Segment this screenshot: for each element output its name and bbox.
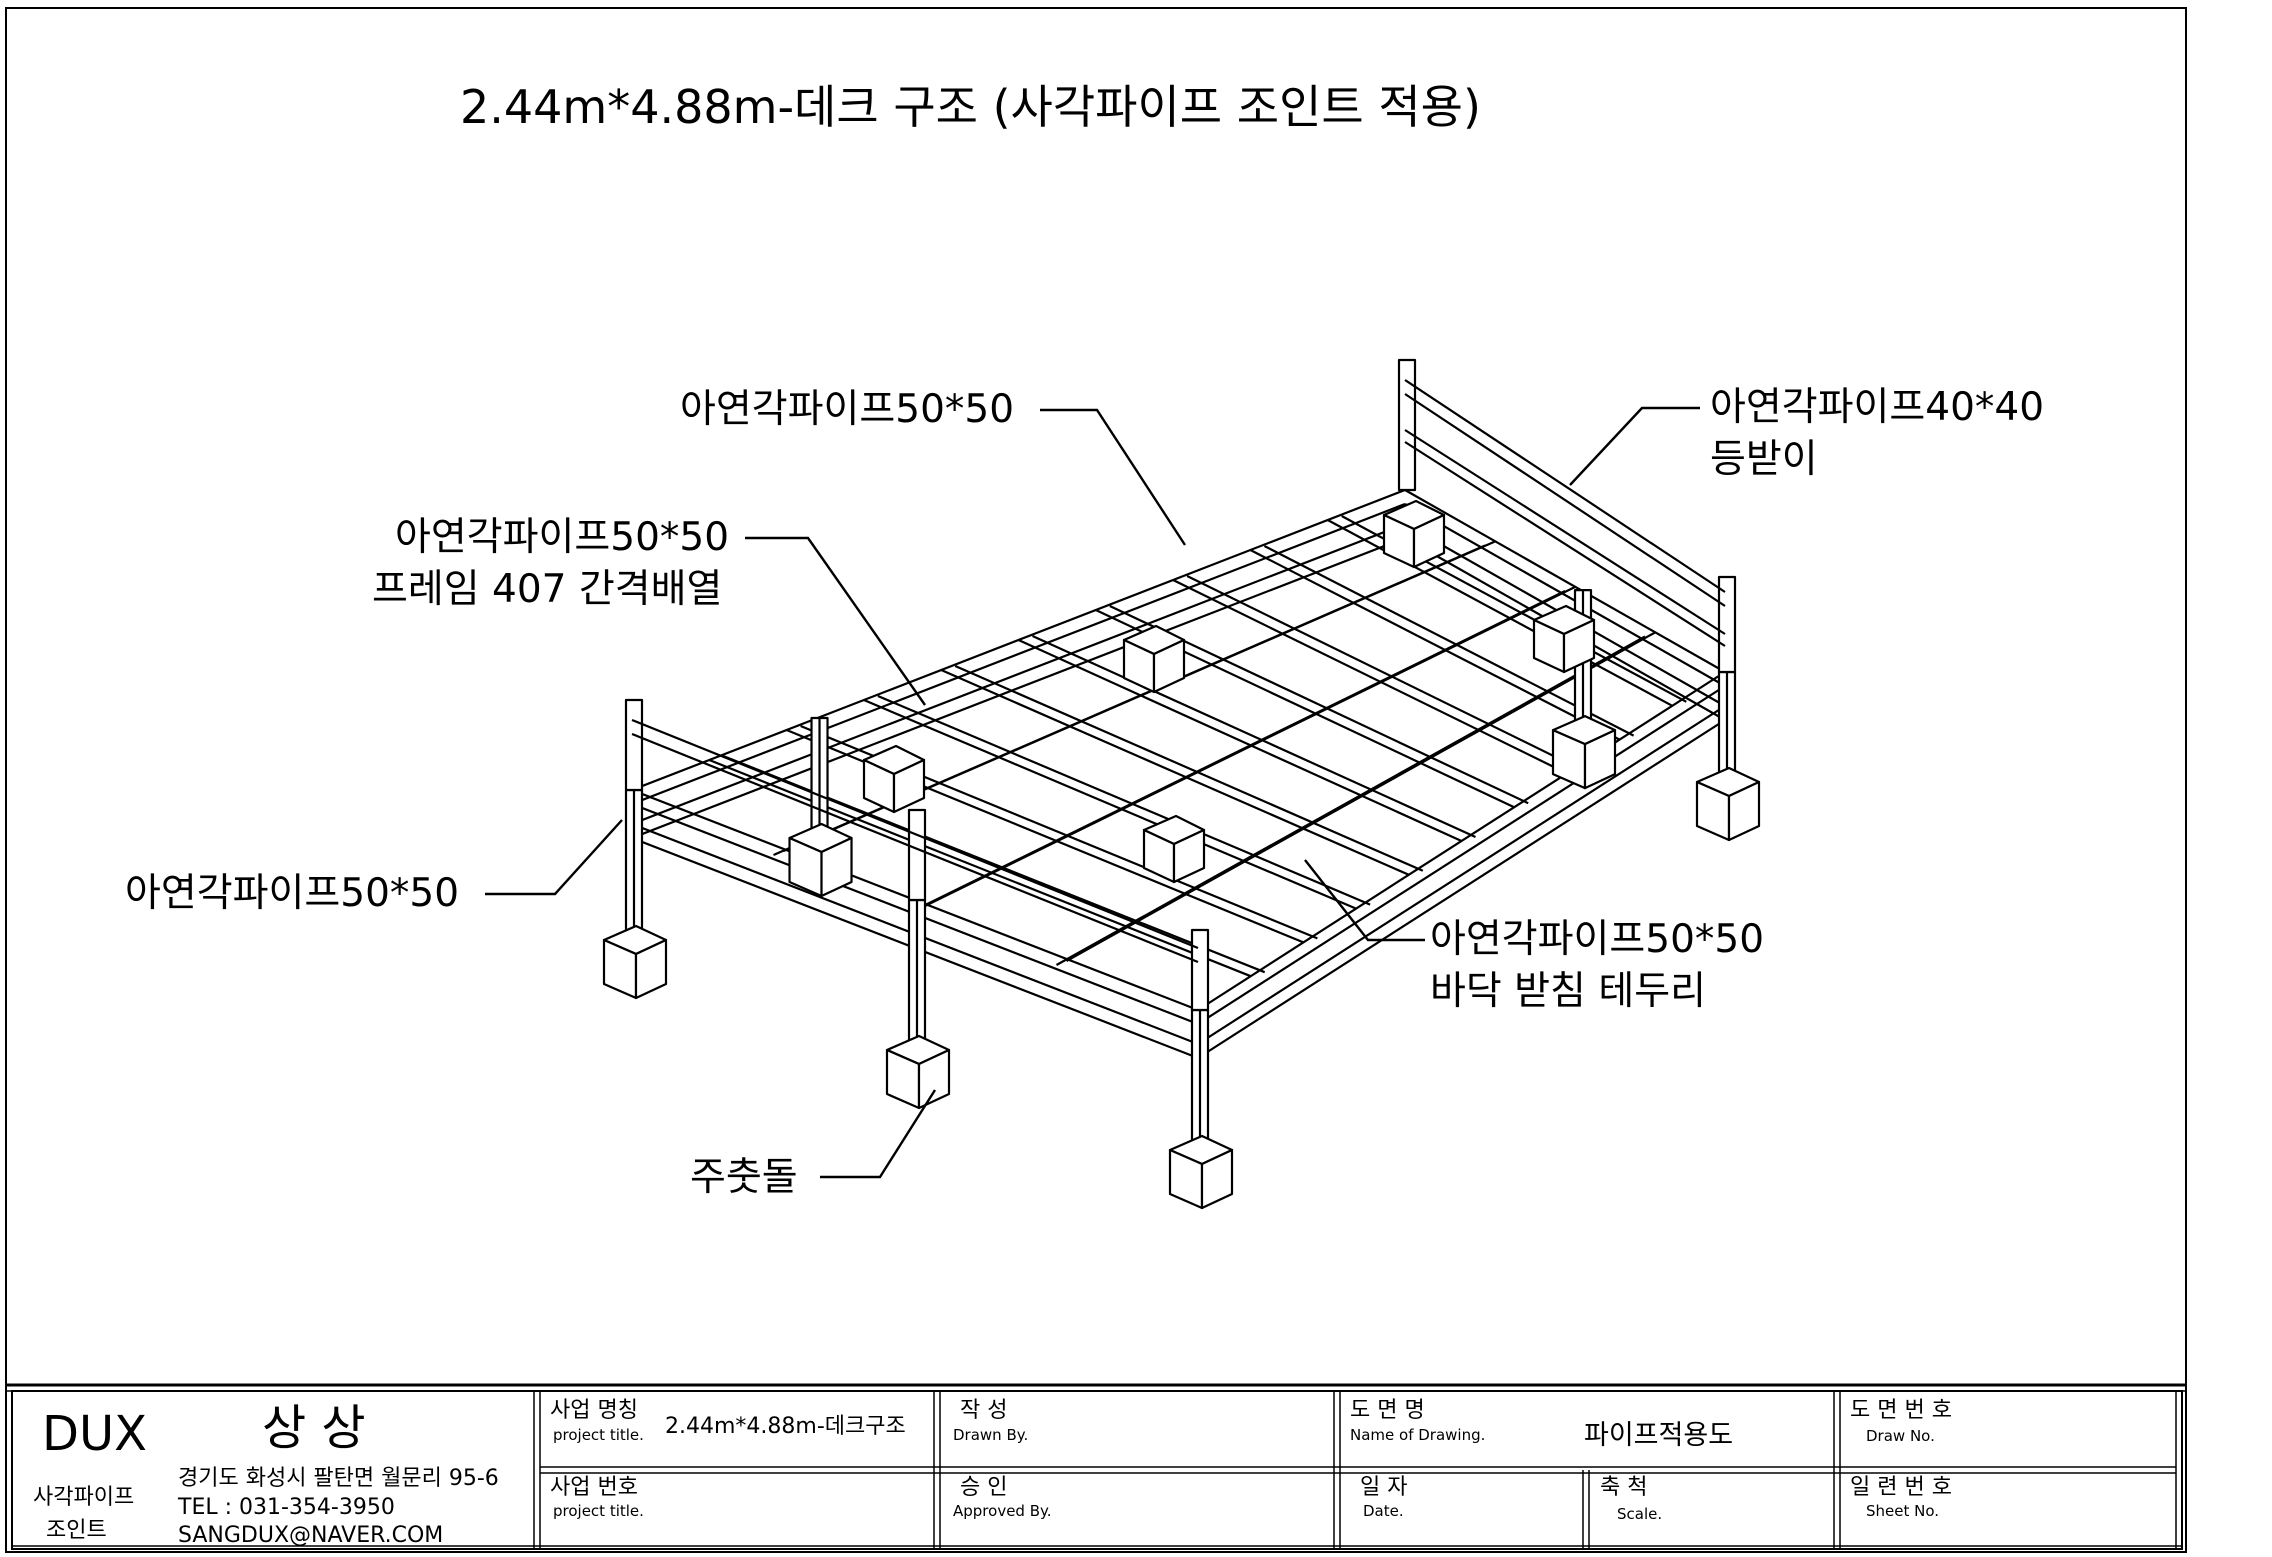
draw-no-label: 도 면 번 호 [1850, 1398, 1952, 1423]
draw-no-label-en: Draw No. [1866, 1427, 1935, 1445]
backrest-rail [1404, 379, 1726, 593]
footing-side [634, 938, 668, 1000]
upright-post [1190, 928, 1210, 1012]
inner-footing-side [1152, 638, 1186, 694]
joist [1018, 638, 1462, 843]
drawn-by-label: 작 성 [960, 1398, 1008, 1423]
sheet-no-label-en: Sheet No. [1866, 1502, 1940, 1520]
approved-by-label: 승 인 [960, 1475, 1008, 1500]
label-footing: 주춧돌 [690, 1155, 798, 1200]
leader-floor-edge [1304, 859, 1425, 942]
inner-footing-side [1562, 618, 1596, 674]
date-label: 일 자 [1360, 1475, 1408, 1500]
company-korean: 상 상 [262, 1400, 366, 1456]
footing-side [917, 1048, 951, 1110]
bearer [924, 586, 1576, 907]
leader-left-post [485, 819, 623, 896]
sheet-no-label: 일 련 번 호 [1850, 1475, 1952, 1500]
label-floor-edge-pipe: 아연각파이프50*50 [1430, 917, 1765, 962]
frame-rail [1404, 489, 1726, 673]
inner-footing-side [1172, 828, 1206, 884]
project-name-label: 사업 명칭 [550, 1398, 638, 1423]
joist [1186, 575, 1582, 771]
backrest-rail [1404, 393, 1726, 607]
end-rail [631, 718, 1199, 950]
upright-post [907, 808, 927, 902]
joist [863, 698, 1357, 910]
footing-side [1727, 780, 1761, 842]
company-tel: TEL : 031-354-3950 [178, 1495, 395, 1520]
backrest-rail [1404, 441, 1726, 647]
upright-post [1397, 358, 1417, 492]
leader-top-pipe [1040, 408, 1187, 546]
joist [877, 694, 1371, 906]
drawn-by-label-en: Drawn By. [953, 1426, 1029, 1444]
project-name-label-en: project title. [553, 1426, 644, 1444]
label-backrest-pipe: 아연각파이프40*40 [1710, 385, 2045, 430]
label-left-post: 아연각파이프50*50 [125, 871, 460, 916]
bearer [1065, 631, 1656, 962]
frame-rail [631, 502, 1406, 806]
frame-rail [1197, 685, 1726, 1025]
leader-lines [485, 406, 1700, 1179]
joist [1032, 634, 1476, 839]
company-address: 경기도 화성시 팔탄면 월문리 95-6 [178, 1466, 499, 1491]
product-line-2: 조인트 [46, 1518, 107, 1543]
deck-structure [602, 358, 1761, 1210]
drawing-name-label: 도 면 명 [1350, 1398, 1425, 1423]
upright-post [624, 698, 644, 792]
leader-backrest [1569, 406, 1700, 486]
joist [940, 668, 1410, 876]
footing-side [1583, 728, 1617, 790]
project-name-value: 2.44m*4.88m-데크구조 [665, 1414, 906, 1439]
backrest-rail [1404, 429, 1726, 635]
drawing-name-value: 파이프적용도 [1584, 1420, 1734, 1451]
label-top-pipe: 아연각파이프50*50 [680, 387, 1015, 432]
leader-frame-pipe [745, 536, 926, 706]
drawing-name-label-en: Name of Drawing. [1350, 1426, 1486, 1444]
label-floor-edge: 바닥 받침 테두리 [1430, 969, 1706, 1014]
company-email: SANGDUX@NAVER.COM [178, 1523, 444, 1548]
end-rail [631, 732, 1199, 964]
leader-footing [820, 1089, 937, 1179]
project-no-label-en: project title. [553, 1502, 644, 1520]
drawing-title: 2.44m*4.88m-데크 구조 (사각파이프 조인트 적용) [460, 80, 1481, 134]
joist [954, 664, 1424, 872]
scale-label: 축 척 [1600, 1475, 1648, 1500]
project-no-label: 사업 번호 [550, 1475, 638, 1500]
label-backrest: 등받이 [1710, 437, 1818, 482]
joist [1263, 545, 1635, 737]
footing-side [820, 836, 853, 898]
inner-footing-side [1412, 513, 1446, 569]
joist [1172, 579, 1568, 775]
upright-post [1717, 575, 1737, 674]
product-line-1: 사각파이프 [33, 1485, 135, 1510]
footing-side [1200, 1148, 1234, 1210]
title-block-grid [6, 1383, 2186, 1550]
bearer [1055, 635, 1646, 966]
frame-rail [631, 536, 1406, 840]
frame-rail [1404, 503, 1726, 687]
frame-rail [1197, 705, 1726, 1045]
company-name: DUX [42, 1406, 147, 1462]
label-frame-pipe: 아연각파이프50*50 [395, 515, 730, 560]
approved-by-label-en: Approved By. [953, 1502, 1052, 1520]
inner-footing-side [892, 758, 926, 814]
joist [1249, 549, 1621, 741]
joist [708, 758, 1252, 978]
frame-rail [1197, 719, 1726, 1059]
date-label-en: Date. [1363, 1502, 1404, 1520]
scale-label-en: Scale. [1617, 1505, 1663, 1523]
frame-rail [631, 522, 1406, 826]
sheet-border [5, 7, 2187, 1553]
label-frame-spacing: 프레임 407 간격배열 [372, 567, 723, 612]
